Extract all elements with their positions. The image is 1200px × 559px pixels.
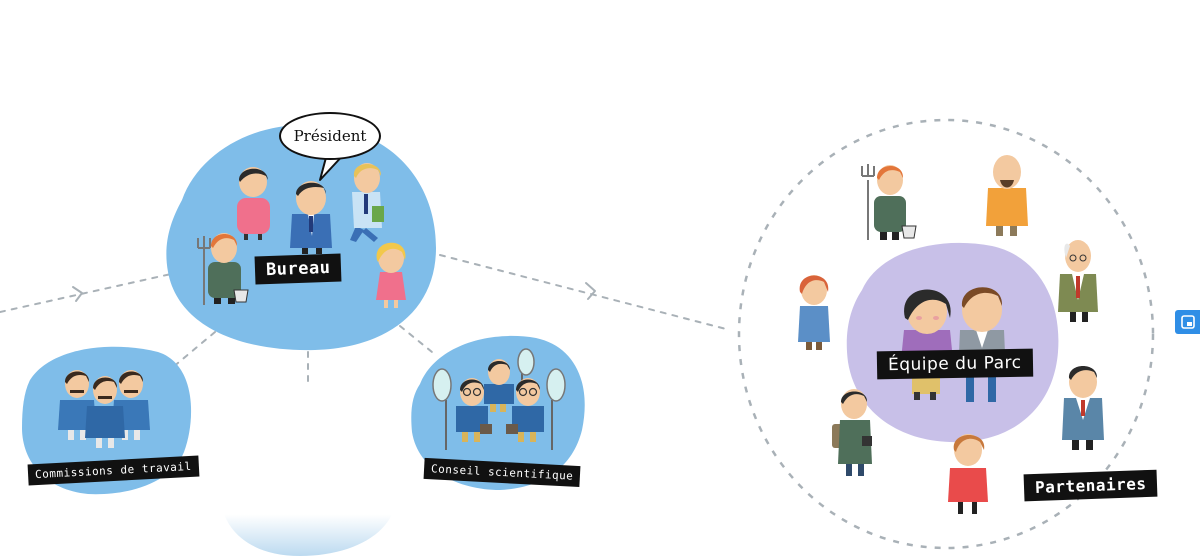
- person-partner-old-man-icon: [1058, 240, 1098, 322]
- person-partner-girl-icon: [798, 275, 830, 350]
- connector-left: [0, 271, 181, 313]
- bureau-label: Bureau: [254, 253, 342, 285]
- equipe-blob: [846, 242, 1059, 443]
- person-blonde-girl-icon: [376, 242, 406, 308]
- connector-conseil: [399, 325, 433, 353]
- person-group-commissions-icon: [58, 370, 150, 448]
- person-farmer-icon: [197, 233, 249, 305]
- side-float-button[interactable]: [1175, 310, 1200, 334]
- person-partner-woman-red-icon: [948, 434, 988, 514]
- president-label: Président: [293, 127, 367, 145]
- person-woman-pink-icon: [237, 167, 270, 240]
- equipe-label: Équipe du Parc: [876, 348, 1033, 380]
- person-partner-suit-man-icon: [1062, 366, 1104, 450]
- faded-blob: [217, 389, 398, 556]
- connector-right: [439, 254, 731, 331]
- partners-dashed-circle: [737, 118, 1155, 550]
- person-group-conseil-icon: [432, 348, 566, 450]
- person-partner-farmer-icon: [861, 164, 917, 240]
- chevron-right-icon: [72, 286, 83, 302]
- chevron-right-icon: [585, 282, 596, 300]
- person-partner-hiker-icon: [832, 389, 872, 476]
- president-speech-bubble: Président: [279, 112, 381, 160]
- person-blonde-man-icon: [350, 163, 384, 242]
- partenaires-label: Partenaires: [1023, 469, 1158, 502]
- arrow-chevrons: [72, 282, 596, 302]
- picture-in-picture-icon: [1180, 315, 1195, 329]
- conseil-blob: [411, 335, 585, 490]
- person-president-icon: [290, 181, 332, 254]
- person-partner-bald-man-icon: [986, 155, 1028, 236]
